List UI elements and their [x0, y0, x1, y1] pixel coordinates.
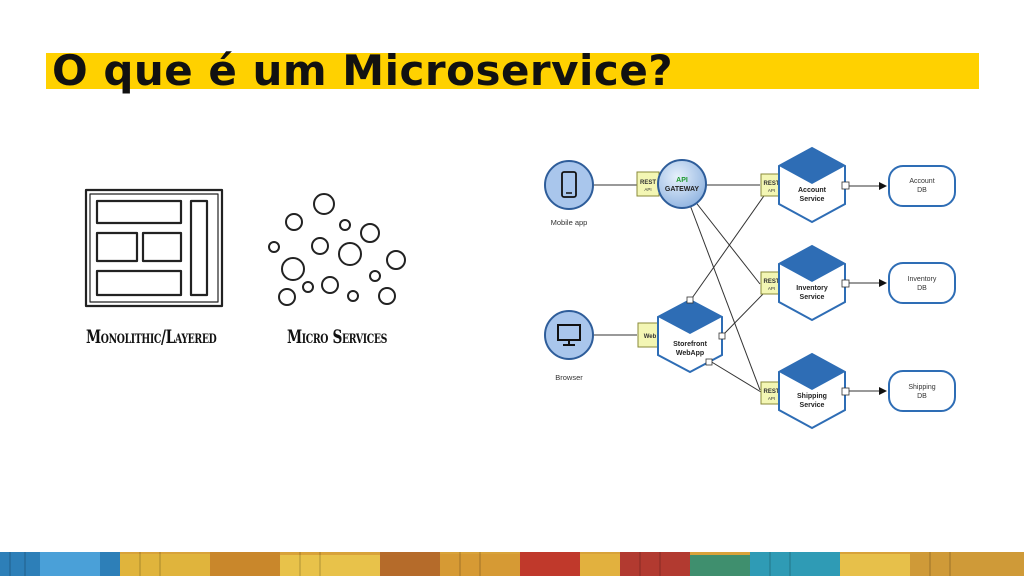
storefront-label-line1: Storefront: [673, 341, 708, 348]
shipping-service-line2: Service: [800, 402, 825, 409]
shipping-api-label: API: [768, 396, 775, 401]
shipping-rest-label: REST: [763, 389, 779, 395]
web-label: Web: [644, 334, 657, 340]
mobile-client-label: Mobile app: [551, 218, 588, 227]
shipping-db-line2: DB: [917, 393, 927, 400]
inventory-api-label: API: [768, 286, 775, 291]
storefront-label-line2: WebApp: [676, 350, 704, 357]
slide-title: O que é um Microservice?: [52, 46, 674, 95]
inventory-service-line2: Service: [800, 294, 825, 301]
api-gateway-node: API GATEWAY: [657, 159, 707, 209]
gateway-rest-adapter: REST API: [636, 171, 660, 197]
shipping-service-node: REST API Shipping Service: [760, 352, 850, 430]
inventory-db-node: Inventory DB: [888, 262, 956, 304]
shipping-db-line1: Shipping: [908, 384, 935, 391]
phone-icon: [561, 171, 577, 198]
storefront-webapp-node: Storefront WebApp: [657, 296, 726, 374]
account-db-node: Account DB: [888, 165, 956, 207]
rest-label: REST: [640, 180, 656, 186]
gateway-label-line1: API: [676, 177, 688, 184]
shipping-service-line1: Shipping: [797, 393, 827, 400]
account-db-line1: Account: [909, 178, 934, 185]
monolithic-label: Monolithic/Layered: [86, 326, 217, 348]
mobile-client: Mobile app: [544, 160, 594, 227]
gateway-label-line2: GATEWAY: [665, 186, 700, 193]
shipping-db-node: Shipping DB: [888, 370, 956, 412]
account-api-label: API: [768, 188, 775, 193]
title-highlight-bar: [46, 53, 979, 89]
account-service-line2: Service: [800, 196, 825, 203]
inventory-db-line2: DB: [917, 285, 927, 292]
inventory-service-node: REST API Inventory Service: [760, 244, 850, 322]
account-service-line1: Account: [798, 187, 827, 194]
connector-lines: [594, 182, 887, 395]
browser-client-label: Browser: [555, 373, 583, 382]
container-photo-strip: [0, 552, 1024, 576]
inventory-service-line1: Inventory: [796, 285, 828, 292]
inventory-db-line1: Inventory: [908, 276, 937, 283]
microservices-sketch: [268, 193, 406, 306]
monolithic-sketch: [84, 188, 224, 308]
account-rest-label: REST: [763, 181, 779, 187]
account-db-line2: DB: [917, 187, 927, 194]
inventory-rest-label: REST: [763, 279, 779, 285]
account-service-node: REST API Account Service: [760, 146, 850, 224]
monitor-icon: [557, 324, 581, 346]
microservices-label: Micro Services: [287, 326, 388, 348]
browser-client: Browser: [544, 310, 594, 382]
api-label: API: [644, 187, 651, 192]
